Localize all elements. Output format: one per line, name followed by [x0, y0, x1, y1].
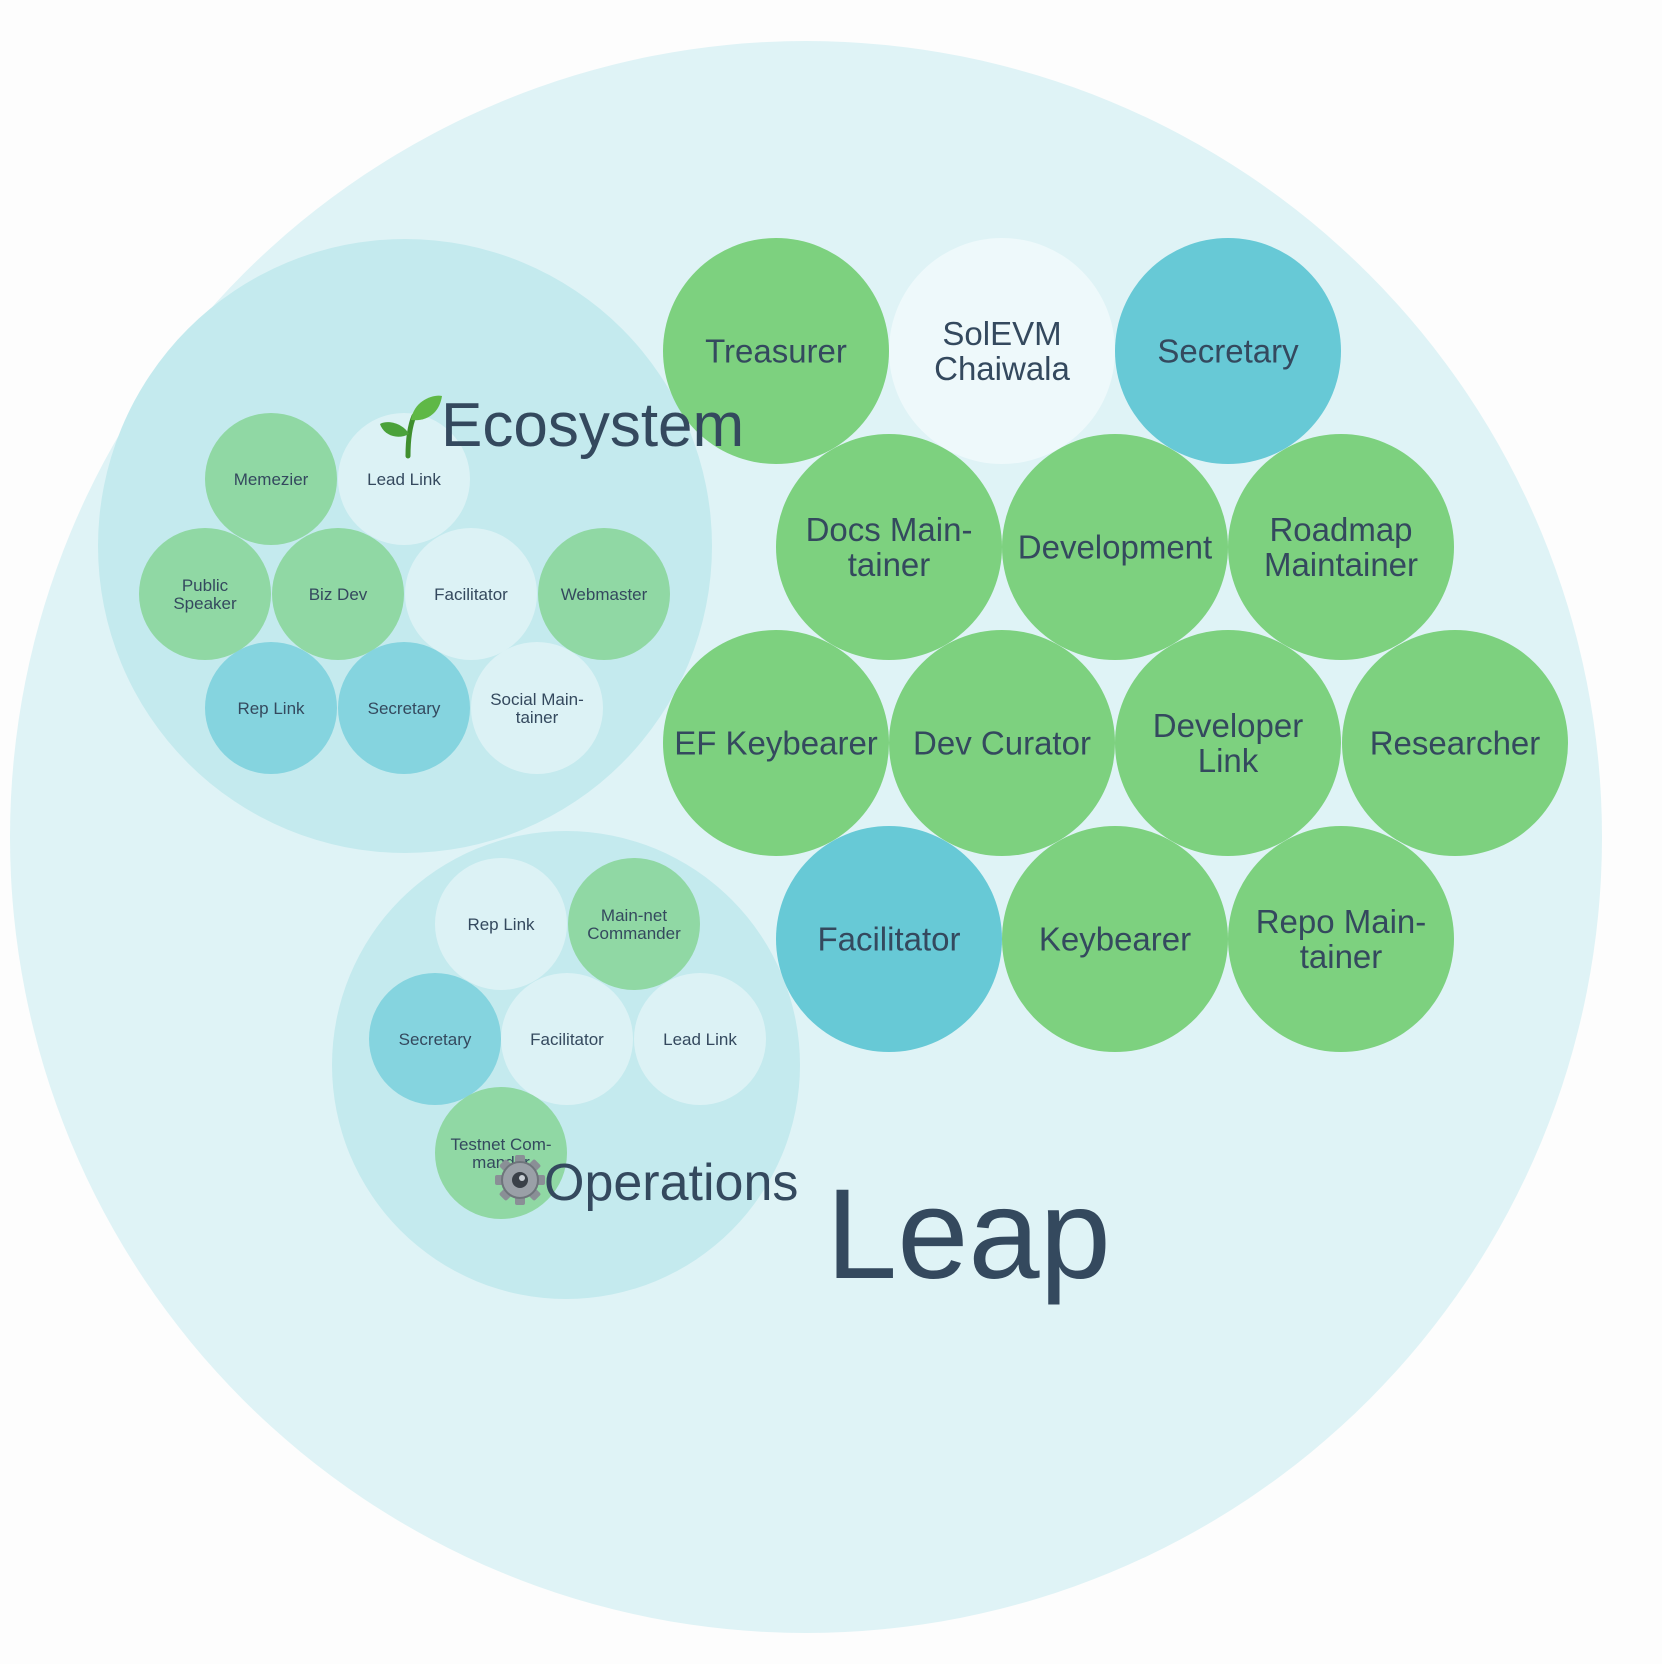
- role-label-operations-secretary: Secretary: [399, 1030, 472, 1049]
- role-circle-facilitator[interactable]: [776, 826, 1002, 1052]
- role-label-ecosystem-social-maintainer: Social Main-tainer: [490, 690, 584, 727]
- role-label-facilitator: Facilitator: [817, 921, 960, 958]
- role-label-docs-maintainer: Docs Main-tainer: [806, 511, 973, 583]
- role-label-ef-keybearer: EF Keybearer: [674, 725, 878, 762]
- role-circle-operations-facilitator[interactable]: [501, 973, 633, 1105]
- role-circle-repo-maintainer[interactable]: [1228, 826, 1454, 1052]
- group-title-ecosystem: Ecosystem: [441, 391, 744, 460]
- role-circle-development[interactable]: [1002, 434, 1228, 660]
- role-circle-ecosystem-lead-link[interactable]: [338, 413, 470, 545]
- role-label-repo-maintainer: Repo Main-tainer: [1256, 903, 1427, 975]
- role-label-ecosystem-webmaster: Webmaster: [561, 585, 648, 604]
- role-circle-operations-main-net-commander[interactable]: [568, 858, 700, 990]
- role-circle-ecosystem-facilitator[interactable]: [405, 528, 537, 660]
- role-circle-ecosystem-biz-dev[interactable]: [272, 528, 404, 660]
- role-circle-dev-curator[interactable]: [889, 630, 1115, 856]
- seedling-icon: [380, 395, 442, 459]
- role-circle-researcher[interactable]: [1342, 630, 1568, 856]
- role-label-ecosystem-lead-link: Lead Link: [367, 470, 441, 489]
- role-label-secretary: Secretary: [1157, 333, 1299, 370]
- role-circle-keybearer[interactable]: [1002, 826, 1228, 1052]
- role-circle-treasurer[interactable]: [663, 238, 889, 464]
- role-circle-operations-secretary[interactable]: [369, 973, 501, 1105]
- gear-icon: [495, 1155, 545, 1205]
- root-title: Leap: [826, 1163, 1111, 1306]
- role-label-ecosystem-rep-link: Rep Link: [237, 699, 305, 718]
- role-circle-docs-maintainer[interactable]: [776, 434, 1002, 660]
- role-circle-ecosystem-secretary[interactable]: [338, 642, 470, 774]
- role-circle-ecosystem-rep-link[interactable]: [205, 642, 337, 774]
- role-circle-ecosystem-social-maintainer[interactable]: [471, 642, 603, 774]
- role-label-operations-facilitator: Facilitator: [530, 1030, 604, 1049]
- role-circle-developer-link[interactable]: [1115, 630, 1341, 856]
- role-label-dev-curator: Dev Curator: [913, 725, 1091, 762]
- role-label-ecosystem-facilitator: Facilitator: [434, 585, 508, 604]
- role-circle-ecosystem-webmaster[interactable]: [538, 528, 670, 660]
- role-circle-ef-keybearer[interactable]: [663, 630, 889, 856]
- group-title-operations: Operations: [544, 1154, 798, 1212]
- role-label-ecosystem-memezier: Memezier: [234, 470, 309, 489]
- role-circle-operations-lead-link[interactable]: [634, 973, 766, 1105]
- role-label-treasurer: Treasurer: [705, 333, 847, 370]
- role-circle-roadmap-maintainer[interactable]: [1228, 434, 1454, 660]
- role-circle-operations-rep-link[interactable]: [435, 858, 567, 990]
- role-circle-solevm-chaiwala[interactable]: [889, 238, 1115, 464]
- role-circle-ecosystem-public-speaker[interactable]: [139, 528, 271, 660]
- role-label-keybearer: Keybearer: [1039, 921, 1191, 958]
- role-label-development: Development: [1018, 529, 1212, 566]
- role-label-operations-rep-link: Rep Link: [467, 915, 535, 934]
- edge-tick-mark: :: [0, 111, 2, 133]
- role-circle-ecosystem-memezier[interactable]: [205, 413, 337, 545]
- role-label-researcher: Researcher: [1370, 725, 1541, 762]
- role-circle-secretary[interactable]: [1115, 238, 1341, 464]
- role-label-operations-lead-link: Lead Link: [663, 1030, 737, 1049]
- role-label-ecosystem-secretary: Secretary: [368, 699, 441, 718]
- role-label-ecosystem-biz-dev: Biz Dev: [309, 585, 368, 604]
